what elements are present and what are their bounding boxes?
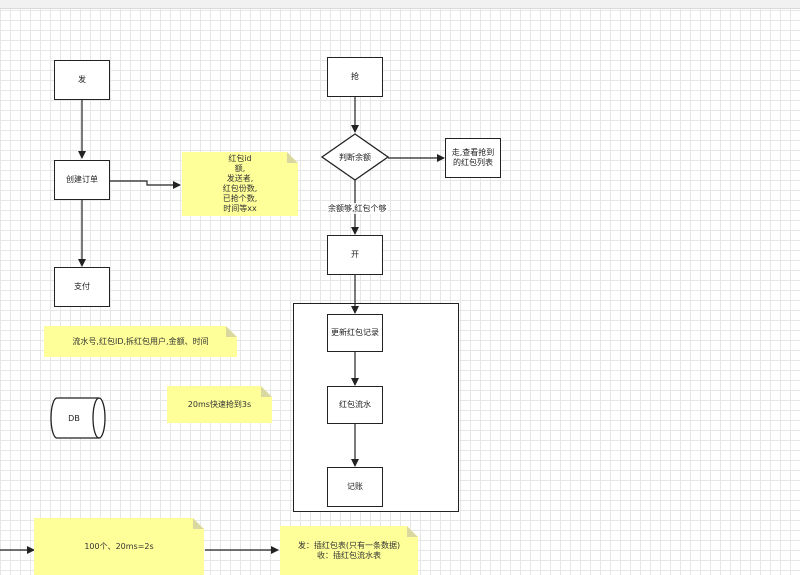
note-insert[interactable]: 发：插红包表(只有一条数据) 收：插红包流水表 <box>280 526 418 575</box>
db-cylinder <box>50 397 106 439</box>
node-send[interactable]: 发 <box>54 60 110 100</box>
canvas-top-bar <box>0 0 800 9</box>
note-throughput[interactable]: 100个、20ms=2s <box>34 518 204 575</box>
node-open[interactable]: 开 <box>327 235 383 275</box>
node-account[interactable]: 记账 <box>327 467 383 507</box>
note-flow-fields[interactable]: 流水号,红包ID,拆红包用户,金额、时间 <box>44 326 237 357</box>
node-pay[interactable]: 支付 <box>54 267 110 307</box>
edge-label-enough: 余额够,红包个够 <box>327 203 388 214</box>
note-hongbao-fields[interactable]: 红包id 额, 发送者, 红包份数, 已抢个数, 时间等xx <box>182 152 298 216</box>
check-balance-diamond <box>320 133 390 181</box>
node-go-view[interactable]: 走,查看抢到 的红包列表 <box>445 138 501 178</box>
note-speed[interactable]: 20ms快速抢到3s <box>167 386 272 423</box>
node-grab[interactable]: 抢 <box>327 57 383 97</box>
node-update-record[interactable]: 更新红包记录 <box>327 314 383 352</box>
db-label: DB <box>68 413 80 423</box>
node-flow[interactable]: 红包流水 <box>327 386 383 424</box>
node-create-order[interactable]: 创建订单 <box>54 160 110 200</box>
check-balance-label: 判断余额 <box>339 152 371 162</box>
edge-create-to-note <box>110 180 181 189</box>
